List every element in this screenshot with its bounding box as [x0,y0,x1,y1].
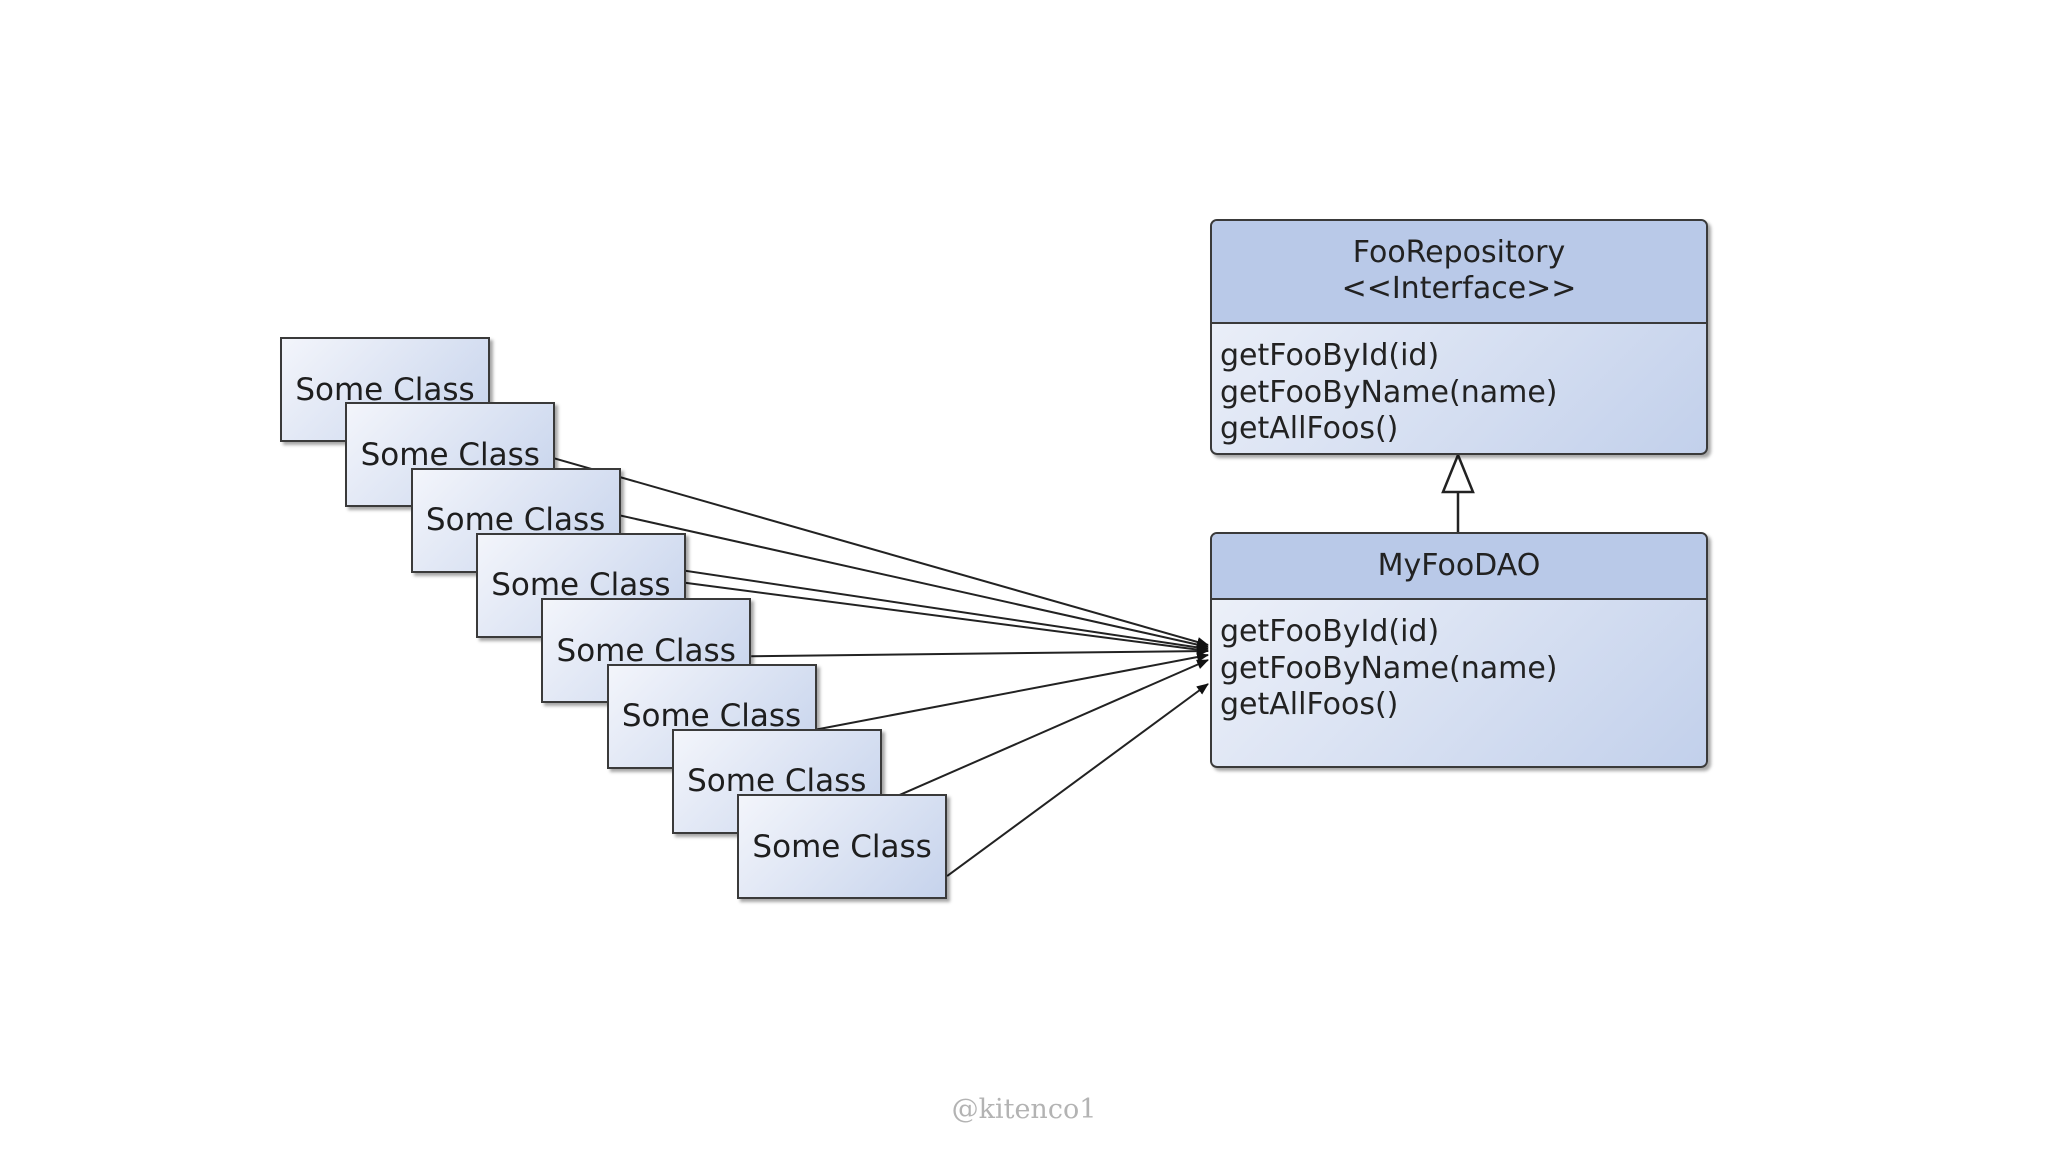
class-methods: getFooById(id) getFooByName(name) getAll… [1212,600,1706,724]
realization-arrow [1441,451,1475,532]
some-class-label: Some Class [752,828,932,865]
interface-method: getAllFoos() [1220,411,1399,446]
some-class-label: Some Class [491,567,671,604]
some-class-label: Some Class [687,763,867,800]
class-name: MyFooDAO [1377,548,1541,583]
class-method: getFooByName(name) [1220,650,1558,686]
some-class-label: Some Class [360,436,540,473]
interface-header: FooRepository <<Interface>> [1212,221,1706,324]
interface-name: FooRepository [1352,235,1566,270]
interface-method: getFooByName(name) [1220,374,1558,410]
class-header: MyFooDAO [1212,534,1706,600]
class-method: getAllFoos() [1220,687,1399,722]
dependency-arrow [751,646,1209,658]
interface-methods: getFooById(id) getFooByName(name) getAll… [1212,324,1706,448]
interface-foo-repository[interactable]: FooRepository <<Interface>> getFooById(i… [1210,219,1708,455]
class-my-foo-dao[interactable]: MyFooDAO getFooById(id) getFooByName(nam… [1210,532,1708,768]
dependency-arrow [816,652,1209,731]
some-class-label: Some Class [295,371,475,408]
some-class-label: Some Class [425,502,606,539]
interface-stereotype: <<Interface>> [1341,271,1577,306]
some-class-box[interactable]: Some Class [280,337,490,442]
some-class-label: Some Class [621,698,802,734]
dependency-arrow [685,581,1209,655]
some-class-label: Some Class [556,632,736,669]
some-class-box[interactable]: Some Class [737,794,948,900]
class-method: getFooById(id) [1220,614,1440,649]
dependency-arrow [946,683,1209,877]
interface-method: getFooById(id) [1220,338,1440,373]
dependency-arrow [881,659,1209,804]
watermark: @kitenco1 [951,1094,1097,1125]
